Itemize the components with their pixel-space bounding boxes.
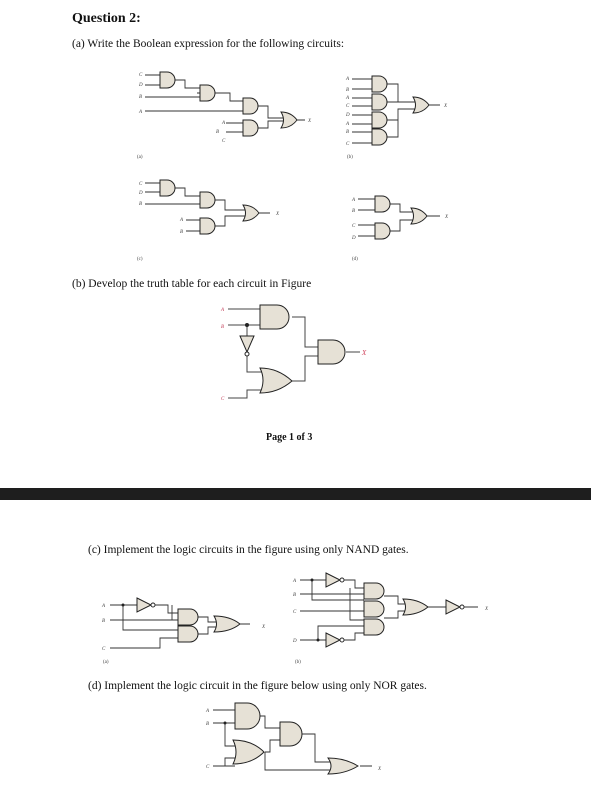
output-label: X [361, 349, 367, 357]
input-label: D [345, 113, 350, 118]
circuit-c: C D B A B X (c) [137, 179, 280, 262]
input-label: A [179, 218, 184, 223]
input-label: B [221, 325, 224, 330]
page-number: Page 1 of 3 [266, 432, 313, 443]
output-label: X [484, 607, 489, 612]
output-label: X [377, 767, 382, 772]
input-label: D [292, 639, 297, 644]
input-label: C [346, 104, 350, 109]
junction-dot [245, 323, 249, 327]
inverter-bubble [244, 351, 250, 357]
input-label: B [206, 722, 209, 727]
input-label: C [221, 397, 225, 402]
input-label: C [222, 139, 226, 144]
part-d-prompt: (d) Implement the logic circuit in the f… [88, 680, 427, 692]
caption: (b) [295, 660, 301, 665]
input-label: A [221, 121, 226, 126]
input-label: B [180, 230, 183, 235]
input-label: A [138, 110, 143, 115]
input-label: B [102, 619, 105, 624]
input-label: A [345, 122, 350, 127]
input-label: C [206, 765, 210, 770]
nand-circuit-b: A B C D X (b) [292, 572, 489, 665]
page-1: Question 2: (a) Write the Boolean expres… [72, 11, 449, 443]
output-label: X [443, 104, 448, 109]
caption: (a) [137, 155, 143, 160]
input-label: C [139, 73, 143, 78]
input-label: B [346, 88, 349, 93]
input-label: D [138, 83, 143, 88]
input-label: B [139, 202, 142, 207]
input-label: C [102, 647, 106, 652]
input-label: A [351, 198, 356, 203]
caption: (b) [347, 155, 353, 160]
output-label: X [444, 215, 449, 220]
output-label: X [261, 625, 266, 630]
input-label: B [139, 95, 142, 100]
nor-circuit: A B C X [205, 702, 382, 775]
circuit-b: A B A C D A B C X (b) [345, 75, 448, 160]
input-label: B [346, 130, 349, 135]
page-2: (c) Implement the logic circuits in the … [0, 500, 591, 801]
input-label: C [346, 142, 350, 147]
page-separator [0, 488, 591, 500]
output-label: X [275, 212, 280, 217]
input-label: A [345, 96, 350, 101]
caption: (c) [137, 257, 143, 262]
input-label: D [138, 191, 143, 196]
question-title: Question 2: [72, 11, 141, 26]
nand-circuit-a: A B C X (a) [101, 597, 266, 665]
circuit-a: C D B A A B C X (a) [137, 71, 312, 160]
input-label: C [352, 224, 356, 229]
circuit-d: A B C D X (d) [351, 195, 449, 262]
part-b-circuit: A B C X [220, 304, 367, 402]
input-label: A [205, 709, 210, 714]
part-a-prompt: (a) Write the Boolean expression for the… [72, 38, 345, 50]
part-c-prompt: (c) Implement the logic circuits in the … [88, 544, 409, 556]
input-label: D [351, 236, 356, 241]
output-label: X [307, 119, 312, 124]
input-label: A [101, 604, 106, 609]
input-label: B [216, 130, 219, 135]
caption: (d) [352, 257, 358, 262]
input-label: B [352, 209, 355, 214]
input-label: B [293, 593, 296, 598]
part-b-prompt: (b) Develop the truth table for each cir… [72, 278, 312, 290]
input-label: A [345, 77, 350, 82]
part-c-d-figures: A B C X (a) A B C D [101, 572, 489, 775]
input-label: C [139, 182, 143, 187]
input-label: A [220, 308, 225, 313]
part-a-figures: C D B A A B C X (a) A B A C D A B C [137, 71, 449, 402]
input-label: A [292, 579, 297, 584]
caption: (a) [103, 660, 109, 665]
input-label: C [293, 610, 297, 615]
